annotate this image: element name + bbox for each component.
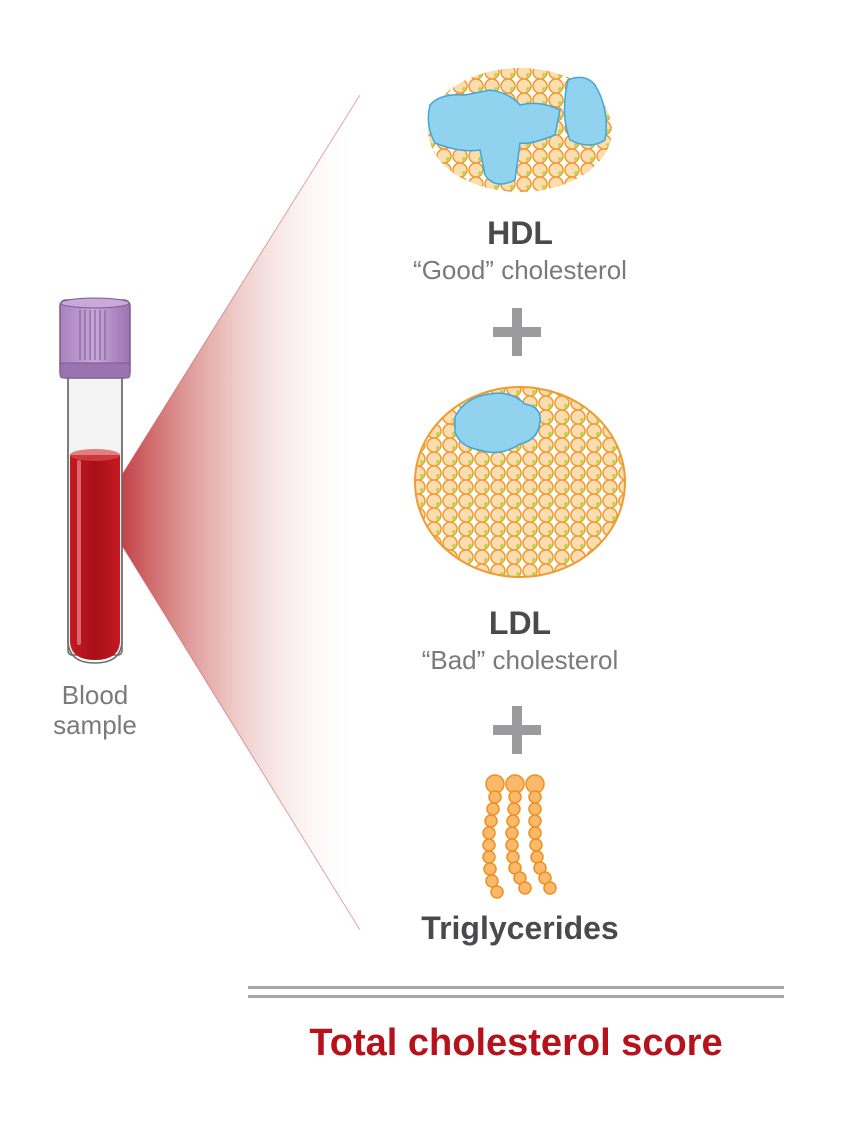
hdl-description: “Good” cholesterol (413, 255, 627, 285)
plus-icon (493, 706, 541, 754)
blood-sample-label-line2: sample (53, 710, 137, 740)
hdl-particle-icon (427, 68, 612, 192)
triglycerides-title: Triglycerides (421, 910, 619, 946)
ldl-title: LDL (488, 605, 552, 641)
triglyceride-chains-icon (482, 774, 557, 899)
sum-rule-top (248, 986, 784, 989)
plus-icon (493, 308, 541, 356)
sum-rule-bottom (248, 995, 784, 998)
ldl-particle-icon (414, 386, 626, 578)
blood-tube-icon (59, 297, 131, 664)
total-cholesterol-score-label: Total cholesterol score (309, 1022, 723, 1064)
ldl-description: “Bad” cholesterol (421, 645, 619, 675)
hdl-title: HDL (487, 215, 553, 251)
blood-sample-label-line1: Blood (61, 680, 129, 710)
